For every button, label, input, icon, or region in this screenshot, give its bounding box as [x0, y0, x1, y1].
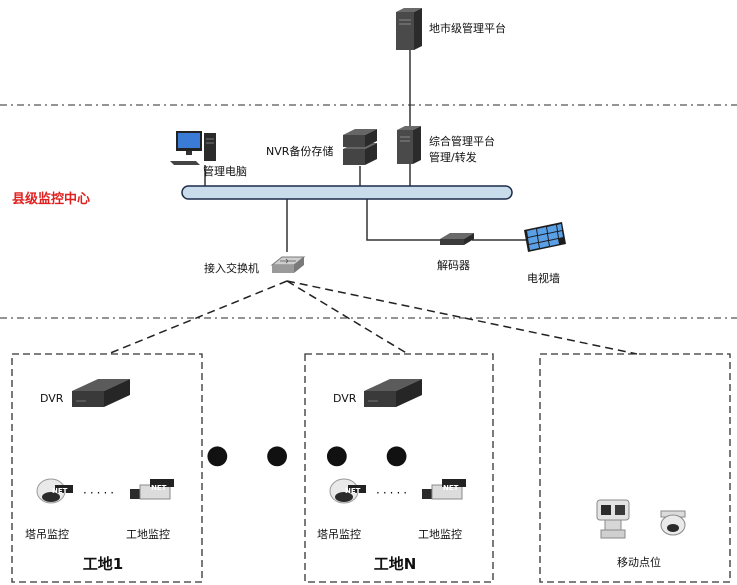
tower-server-icon: [397, 126, 421, 164]
tv-wall-label: 电视墙: [527, 272, 560, 285]
county-center-label: 县级监控中心: [12, 192, 91, 207]
nvr-storage-icon: [343, 127, 377, 167]
mgmt-pc-label: 管理电脑: [203, 165, 247, 178]
video-wall-icon: [524, 222, 568, 254]
site-n-dvr-label: DVR: [333, 392, 357, 405]
more-sites-ellipsis: ● ● ● ●: [206, 440, 422, 470]
site-box-n: [304, 353, 494, 583]
link-decoder: [366, 199, 445, 241]
dvr-recorder-icon: [364, 377, 422, 417]
integrated-platform-label: 综合管理平台 管理/转发: [429, 135, 495, 164]
site-box-1: [11, 353, 203, 583]
tower-server-icon: [396, 8, 422, 50]
site-n-net-badge-right: NET: [443, 484, 459, 492]
site-1-tower-crane-label: 塔吊监控: [25, 528, 69, 541]
site-n-tower-crane-label: 塔吊监控: [317, 528, 361, 541]
box-camera-icon: [418, 477, 470, 503]
ptz-camera-icon: [591, 499, 635, 542]
dvr-recorder-icon: [72, 377, 130, 417]
integrated-platform-line-2: 管理/转发: [429, 151, 477, 164]
network-bus: [181, 185, 513, 200]
network-switch-icon: [270, 253, 306, 281]
link-site-n: [286, 280, 409, 355]
site-1-net-badge-left: NET: [52, 487, 68, 495]
dome-camera-icon: [35, 475, 75, 505]
decoder-label: 解码器: [437, 259, 470, 272]
decoder-box-icon: [440, 231, 476, 249]
dome-camera-icon: [659, 510, 687, 537]
site-1-net-badge-right: NET: [151, 484, 167, 492]
box-camera-icon: [126, 477, 178, 503]
site-box-mobile: [539, 353, 731, 583]
link-site-1: [107, 280, 288, 355]
site-1-site-monitor-label: 工地监控: [126, 528, 170, 541]
integrated-platform-line-1: 综合管理平台: [429, 135, 495, 148]
access-switch-label: 接入交换机: [204, 262, 259, 275]
nvr-backup-label: NVR备份存储: [266, 145, 334, 158]
site-1-camera-ellipsis: ·····: [83, 486, 118, 500]
mobile-point-label: 移动点位: [617, 556, 661, 569]
site-n-net-badge-left: NET: [345, 487, 361, 495]
site-n-site-monitor-label: 工地监控: [418, 528, 462, 541]
desktop-computer-icon: [170, 131, 220, 167]
dome-camera-icon: [328, 475, 368, 505]
link-mobile: [286, 280, 638, 355]
site-n-title: 工地N: [373, 555, 417, 573]
site-n-camera-ellipsis: ·····: [376, 486, 411, 500]
site-1-title: 工地1: [82, 555, 124, 573]
site-1-dvr-label: DVR: [40, 392, 64, 405]
city-platform-label: 地市级管理平台: [429, 22, 506, 35]
